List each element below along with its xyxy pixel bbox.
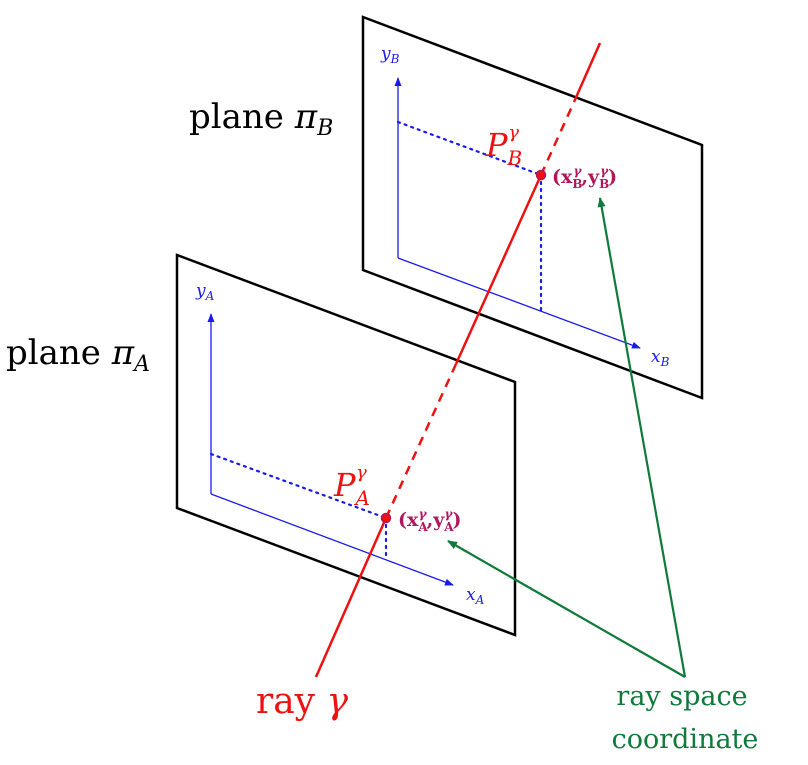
arrow-to-coord-b bbox=[597, 197, 687, 678]
coord-label-b: (xBγ,yBγ) bbox=[552, 164, 617, 191]
arrow-to-coord-a bbox=[447, 540, 686, 678]
plane-b-outline bbox=[361, 15, 704, 400]
note-line-1: ray space bbox=[616, 681, 747, 712]
point-p-b bbox=[535, 169, 547, 181]
plane-a-outline bbox=[175, 253, 517, 637]
axis-label-yb: yB bbox=[380, 44, 400, 66]
plane-a-x-axis bbox=[210, 493, 454, 586]
ray-segment-dashed-lower bbox=[384, 363, 458, 519]
plane-b-y-projection bbox=[396, 120, 543, 177]
point-label-pb: PBγ bbox=[485, 122, 522, 170]
axis-label-xb: xB bbox=[651, 347, 670, 369]
note-line-2: coordinate bbox=[612, 724, 759, 755]
point-p-a bbox=[380, 512, 392, 524]
plane-b-label: plane πB bbox=[189, 97, 333, 141]
ray-label: ray γ bbox=[256, 681, 348, 722]
coord-label-a: (xAγ,yAγ) bbox=[398, 507, 461, 534]
ray-segment-bottom bbox=[314, 517, 388, 678]
point-label-pa: PAγ bbox=[333, 462, 370, 510]
plane-a-label: plane πA bbox=[6, 333, 150, 377]
plane-a-y-projection bbox=[209, 452, 388, 520]
plane-b-x-axis bbox=[397, 257, 641, 349]
axis-label-ya: yA bbox=[195, 281, 215, 303]
ray-segment-top bbox=[572, 42, 602, 103]
axis-label-xa: xA bbox=[466, 585, 485, 607]
ray-segment-middle bbox=[454, 174, 543, 365]
ray-segment-dashed-upper bbox=[539, 101, 576, 176]
